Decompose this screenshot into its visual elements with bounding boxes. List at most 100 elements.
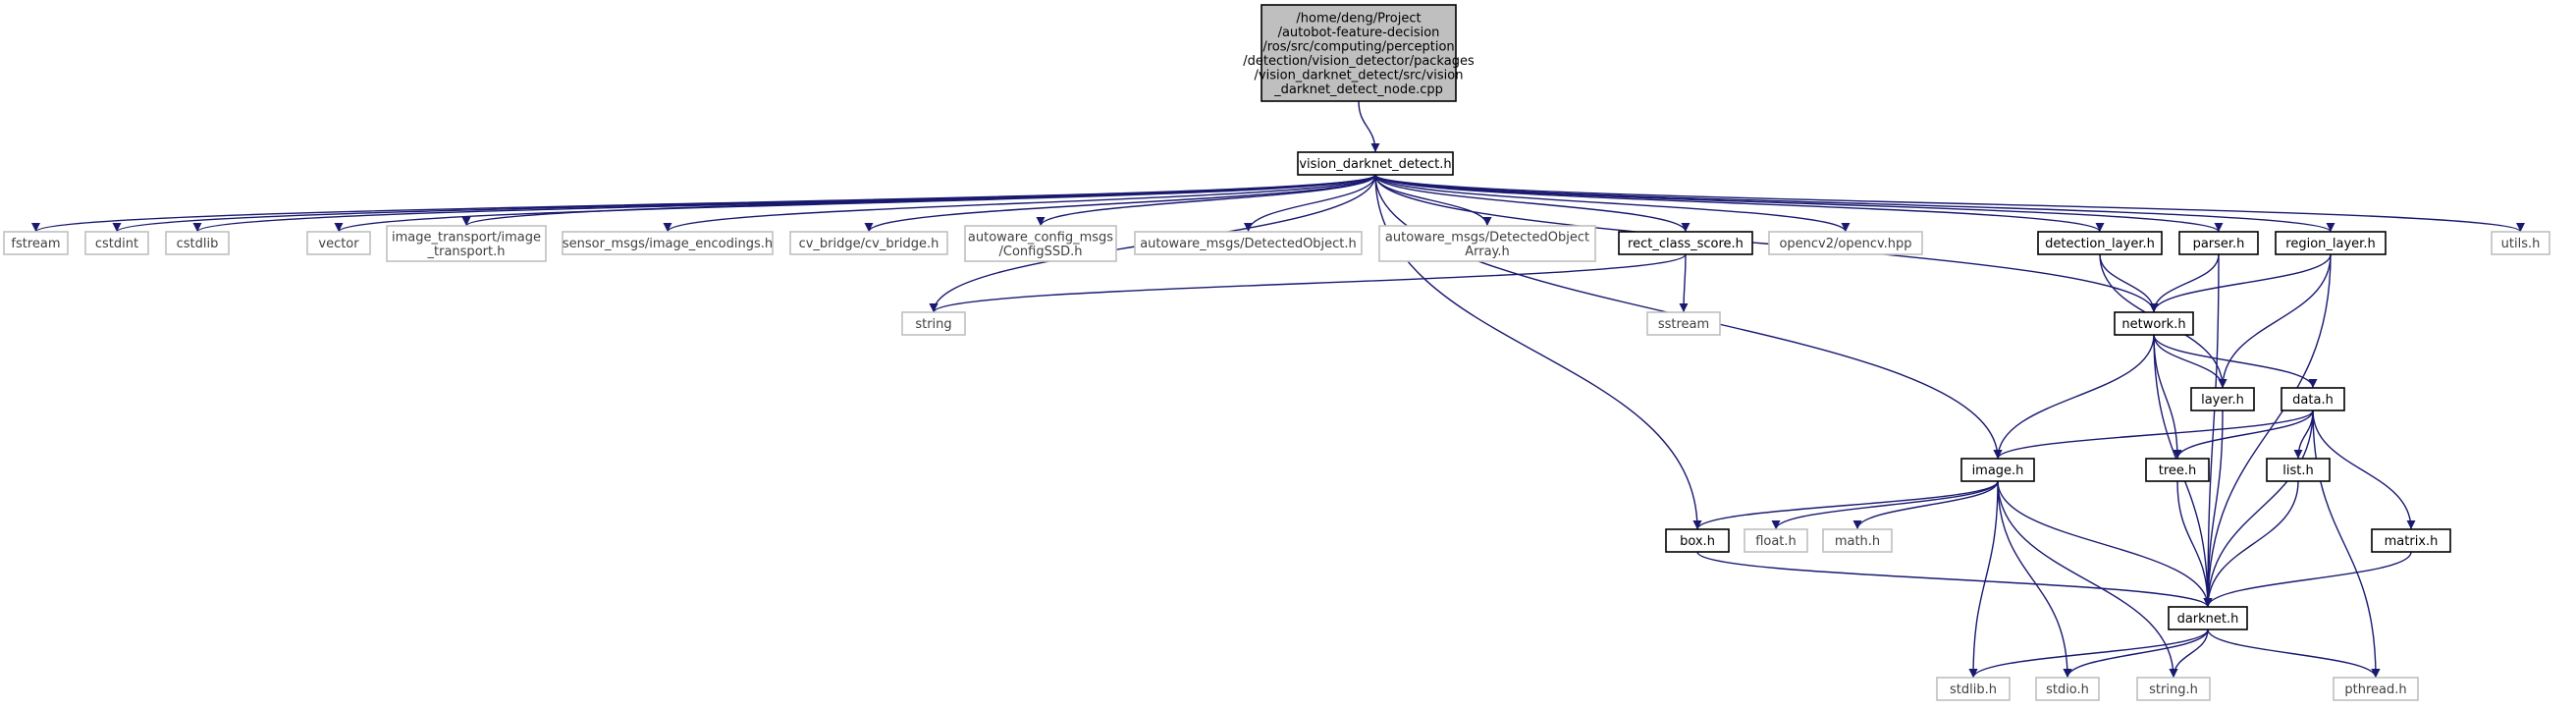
edge-image-to-math-h xyxy=(1852,480,1999,530)
node-box xyxy=(1744,528,1808,553)
node-label: _transport.h xyxy=(427,245,506,259)
node-label: stdlib.h xyxy=(1950,683,1997,697)
node-box xyxy=(1960,458,2035,482)
node-box xyxy=(2190,387,2255,411)
node-box xyxy=(2035,677,2100,701)
node-vector: vector xyxy=(306,231,371,255)
node-box xyxy=(2275,231,2387,255)
node-detection-layer[interactable]: detection_layer.h xyxy=(2037,231,2163,255)
edge-region-layer-to-layer xyxy=(2218,253,2332,389)
node-box xyxy=(901,311,966,336)
node-box[interactable]: box.h xyxy=(1665,528,1730,553)
node-label: sstream xyxy=(1658,317,1709,332)
node-math-h: math.h xyxy=(1822,528,1893,553)
node-label: autoware_msgs/DetectedObject xyxy=(1385,230,1589,245)
node-image[interactable]: image.h xyxy=(1960,458,2035,482)
node-box xyxy=(84,231,149,255)
node-box xyxy=(1134,231,1363,255)
node-parser[interactable]: parser.h xyxy=(2178,231,2259,255)
node-label: string xyxy=(915,317,951,332)
edge-image-to-stdio-h xyxy=(1997,480,2072,679)
edge-network-to-image xyxy=(1993,334,2155,460)
node-label: pthread.h xyxy=(2344,683,2406,697)
node-label: _darknet_detect_node.cpp xyxy=(1273,82,1443,97)
edge-darknet-to-pthread-h xyxy=(2207,628,2381,679)
edge-tree-to-darknet xyxy=(2176,480,2213,608)
node-utils: utils.h xyxy=(2491,231,2550,255)
edge-vision-darknet-detect-h-to-cstdint xyxy=(112,174,1376,233)
node-label: network.h xyxy=(2121,317,2185,332)
edge-vision-darknet-detect-h-to-detected-object xyxy=(1244,174,1376,233)
node-matrix[interactable]: matrix.h xyxy=(2371,528,2451,553)
node-detected-object: autoware_msgs/DetectedObject.h xyxy=(1134,231,1363,255)
node-stdlib-h: stdlib.h xyxy=(1936,677,2011,701)
node-layer[interactable]: layer.h xyxy=(2190,387,2255,411)
node-vision-darknet-detect-h[interactable]: vision_darknet_detect.h xyxy=(1297,151,1454,176)
node-root[interactable]: /home/deng/Project/autobot-feature-decis… xyxy=(1243,4,1475,102)
node-label: data.h xyxy=(2292,393,2334,408)
node-network[interactable]: network.h xyxy=(2114,311,2194,336)
node-label: list.h xyxy=(2282,464,2313,478)
node-label: tree.h xyxy=(2159,464,2197,478)
node-label: /ros/src/computing/perception xyxy=(1262,39,1454,54)
node-box xyxy=(1665,528,1730,553)
edge-rect-class-score-to-sstream xyxy=(1679,253,1689,313)
node-image-transport: image_transport/image_transport.h xyxy=(386,225,547,262)
node-label: /vision_darknet_detect/src/vision xyxy=(1255,68,1464,82)
node-label: Array.h xyxy=(1465,245,1510,259)
node-cv-bridge: cv_bridge/cv_bridge.h xyxy=(789,231,948,255)
edge-vision-darknet-detect-h-to-image-transport xyxy=(461,174,1376,227)
node-label: float.h xyxy=(1755,534,1797,549)
edge-darknet-to-string-h xyxy=(2169,628,2209,679)
node-label: layer.h xyxy=(2201,393,2244,408)
node-box xyxy=(1261,4,1457,102)
edge-image-to-string-h xyxy=(1997,480,2178,679)
node-list[interactable]: list.h xyxy=(2266,458,2331,482)
edge-image-to-float-h xyxy=(1771,480,1999,530)
node-pthread-h: pthread.h xyxy=(2333,677,2419,701)
edge-parser-to-network xyxy=(2149,253,2220,313)
node-box xyxy=(1297,151,1454,176)
node-box xyxy=(1936,677,2011,701)
node-label: cv_bridge/cv_bridge.h xyxy=(799,237,939,251)
edge-layer-to-darknet xyxy=(2203,410,2224,608)
node-tree[interactable]: tree.h xyxy=(2145,458,2210,482)
node-box xyxy=(165,231,230,255)
node-box xyxy=(2136,677,2211,701)
edge-detection-layer-to-network xyxy=(2099,253,2159,313)
node-label: darknet.h xyxy=(2177,612,2239,627)
edge-vision-darknet-detect-h-to-config-ssd xyxy=(1036,174,1376,227)
node-label: parser.h xyxy=(2193,237,2245,251)
node-box xyxy=(2168,606,2248,630)
edge-vision-darknet-detect-h-to-utils xyxy=(1374,174,2525,233)
edges-layer xyxy=(31,100,2525,679)
edge-box-to-darknet xyxy=(1696,551,2213,608)
node-label: utils.h xyxy=(2501,237,2541,251)
edge-vision-darknet-detect-h-to-network xyxy=(1374,174,2159,313)
edge-region-layer-to-network xyxy=(2149,253,2332,313)
node-region-layer[interactable]: region_layer.h xyxy=(2275,231,2387,255)
node-label: box.h xyxy=(1680,534,1715,549)
node-box xyxy=(562,231,774,255)
edge-data-to-pthread-h xyxy=(2312,410,2381,679)
node-box xyxy=(2178,231,2259,255)
node-label: vector xyxy=(318,237,359,251)
edge-data-to-matrix xyxy=(2312,410,2416,530)
node-rect-class-score[interactable]: rect_class_score.h xyxy=(1618,231,1753,255)
nodes-layer: /home/deng/Project/autobot-feature-decis… xyxy=(3,4,2550,701)
node-box xyxy=(1822,528,1893,553)
node-sstream: sstream xyxy=(1646,311,1721,336)
edge-vision-darknet-detect-h-to-region-layer xyxy=(1374,174,2335,233)
node-darknet[interactable]: darknet.h xyxy=(2168,606,2248,630)
node-label: /autobot-feature-decision xyxy=(1278,26,1440,40)
node-box xyxy=(2281,387,2345,411)
node-box xyxy=(964,225,1117,262)
edge-parser-to-darknet xyxy=(2203,253,2220,608)
node-data[interactable]: data.h xyxy=(2281,387,2345,411)
node-cstdint: cstdint xyxy=(84,231,149,255)
node-box xyxy=(3,231,69,255)
node-box xyxy=(1378,225,1596,262)
node-box xyxy=(386,225,547,262)
node-label: /detection/vision_detector/packages xyxy=(1243,54,1475,69)
